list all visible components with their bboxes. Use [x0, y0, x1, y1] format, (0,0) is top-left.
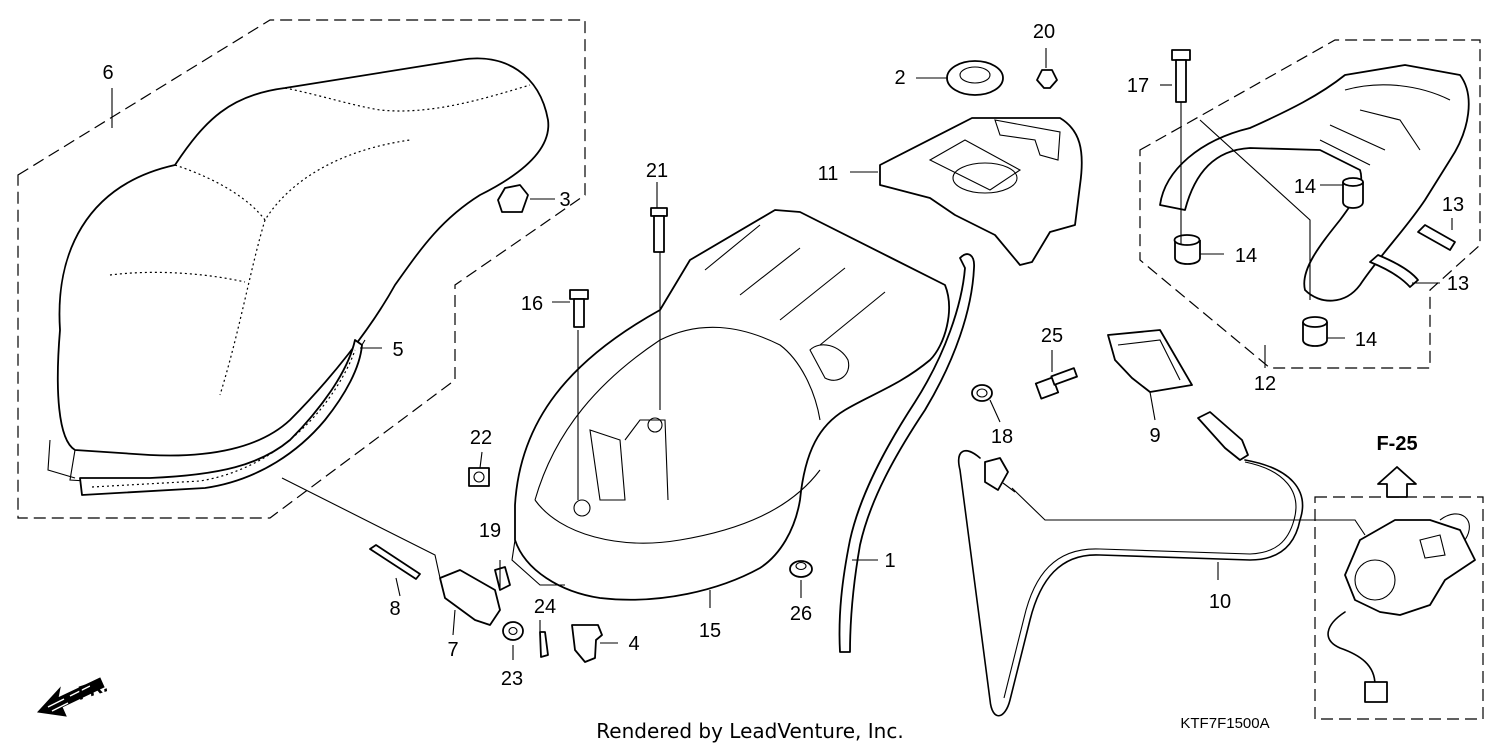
rubber-pad-upper: [1417, 224, 1456, 251]
callout-19: 19: [479, 520, 501, 542]
rubber-pad-lower: [1369, 254, 1419, 288]
hose-clamp: [971, 384, 993, 402]
grommet-26: [789, 560, 813, 578]
seat-illustration: [47, 57, 550, 486]
cotter-pin-24: [539, 631, 549, 658]
cable-adjuster: [984, 457, 1016, 493]
hinge-plate: [439, 569, 501, 626]
switch-connector: [1364, 681, 1388, 703]
box-bracket: [571, 624, 603, 663]
reference-arrow: [1377, 466, 1417, 498]
callout-14-lower: 14: [1355, 329, 1377, 351]
callout-11: 11: [818, 163, 839, 185]
callout-5: 5: [392, 339, 403, 361]
callout-6: 6: [102, 62, 113, 84]
callout-9: 9: [1149, 425, 1160, 447]
callout-3: 3: [559, 189, 570, 211]
collar-lower: [1302, 316, 1328, 347]
nut-22: [468, 467, 490, 487]
callout-7: 7: [447, 639, 458, 661]
seat-group-box: [17, 19, 586, 519]
washer-23: [502, 621, 524, 641]
leader-lines: [111, 48, 1453, 660]
callout-10: 10: [1209, 591, 1231, 613]
push-clip: [1036, 69, 1058, 89]
callout-14-middle: 14: [1294, 176, 1316, 198]
callout-21: 21: [646, 160, 668, 182]
drain-hose: [838, 253, 975, 653]
seat-lock-cable-inner: [1003, 461, 1297, 699]
callout-13-lower: 13: [1447, 273, 1469, 295]
callout-2: 2: [894, 67, 905, 89]
tray-illustration: [879, 117, 1083, 266]
callout-17: 17: [1127, 75, 1149, 97]
bolt-25: [1034, 367, 1078, 400]
bolt-17: [1171, 49, 1191, 103]
grommet: [946, 60, 1004, 96]
callout-12: 12: [1254, 373, 1276, 395]
hinge-pin: [369, 544, 421, 580]
ignition-switch: [1344, 513, 1476, 616]
callout-26: 26: [790, 603, 812, 625]
callout-1: 1: [884, 550, 895, 572]
diagram-code: KTF7F1500A: [1180, 715, 1269, 732]
callout-23: 23: [501, 668, 523, 690]
rear-carrier-illustration: [1159, 64, 1470, 302]
collar-upper: [1173, 234, 1201, 265]
seat-lock-cable: [958, 450, 1304, 717]
callout-18: 18: [991, 426, 1013, 448]
bolt-21: [650, 207, 668, 253]
seat-lock: [1107, 329, 1193, 393]
callout-15: 15: [699, 620, 721, 642]
collar-middle: [1342, 177, 1364, 209]
callout-16: 16: [521, 293, 543, 315]
callout-20: 20: [1033, 21, 1055, 43]
bolt-16: [569, 289, 589, 328]
seat-trim-strip: [79, 339, 363, 496]
callout-4: 4: [628, 633, 639, 655]
cable-end-fitting: [1197, 411, 1249, 461]
callout-8: 8: [389, 598, 400, 620]
reference-label: F-25: [1376, 433, 1417, 455]
callout-13-upper: 13: [1442, 194, 1464, 216]
front-direction-label: FR.: [75, 675, 111, 704]
callout-25: 25: [1041, 325, 1063, 347]
switch-wire: [1327, 611, 1376, 686]
rack-group-box: [1139, 39, 1481, 369]
callout-14-upper: 14: [1235, 245, 1257, 267]
luggage-box-illustration: [511, 209, 950, 601]
callout-22: 22: [470, 427, 492, 449]
seat-clip: [497, 184, 529, 213]
clip-19: [494, 566, 511, 591]
callout-24: 24: [534, 596, 556, 618]
credit-text: Rendered by LeadVenture, Inc.: [596, 719, 903, 743]
